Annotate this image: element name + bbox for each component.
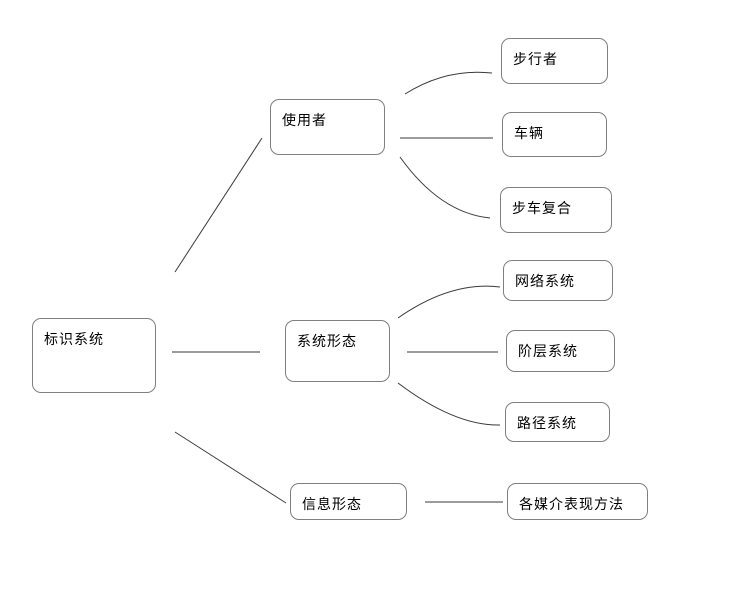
node-label-network-system: 网络系统 (515, 273, 575, 289)
node-label-hierarchy-system: 阶层系统 (518, 343, 578, 359)
edge-system-form-to-network-system (397, 285, 501, 319)
node-hierarchy-system[interactable]: 阶层系统 (506, 330, 615, 372)
node-information-form[interactable]: 信息形态 (290, 483, 407, 520)
node-label-users: 使用者 (282, 112, 327, 128)
node-label-pedestrian-vehicle-mix: 步车复合 (512, 200, 572, 216)
node-users[interactable]: 使用者 (270, 99, 385, 155)
edge-system-form-to-path-system (397, 382, 501, 426)
node-media-expression-methods[interactable]: 各媒介表现方法 (507, 483, 648, 520)
node-identification-system[interactable]: 标识系统 (32, 318, 156, 393)
node-vehicle[interactable]: 车辆 (502, 112, 607, 157)
node-label-media-expression-methods: 各媒介表现方法 (519, 496, 624, 512)
node-label-vehicle: 车辆 (514, 125, 544, 141)
node-network-system[interactable]: 网络系统 (503, 260, 613, 301)
node-pedestrian-vehicle-mix[interactable]: 步车复合 (500, 187, 612, 233)
node-label-pedestrian: 步行者 (513, 51, 558, 67)
node-label-information-form: 信息形态 (302, 496, 362, 512)
node-path-system[interactable]: 路径系统 (505, 402, 610, 442)
node-label-system-form: 系统形态 (297, 333, 357, 349)
edge-identification-system-to-information-form (174, 431, 287, 504)
node-label-path-system: 路径系统 (517, 415, 577, 431)
node-label-identification-system: 标识系统 (44, 331, 104, 347)
node-system-form[interactable]: 系统形态 (285, 320, 390, 382)
node-pedestrian[interactable]: 步行者 (501, 38, 608, 84)
edge-users-to-pedestrian (404, 71, 493, 95)
edge-identification-system-to-users (174, 137, 263, 273)
edge-users-to-pedestrian-vehicle-mix (399, 156, 491, 219)
